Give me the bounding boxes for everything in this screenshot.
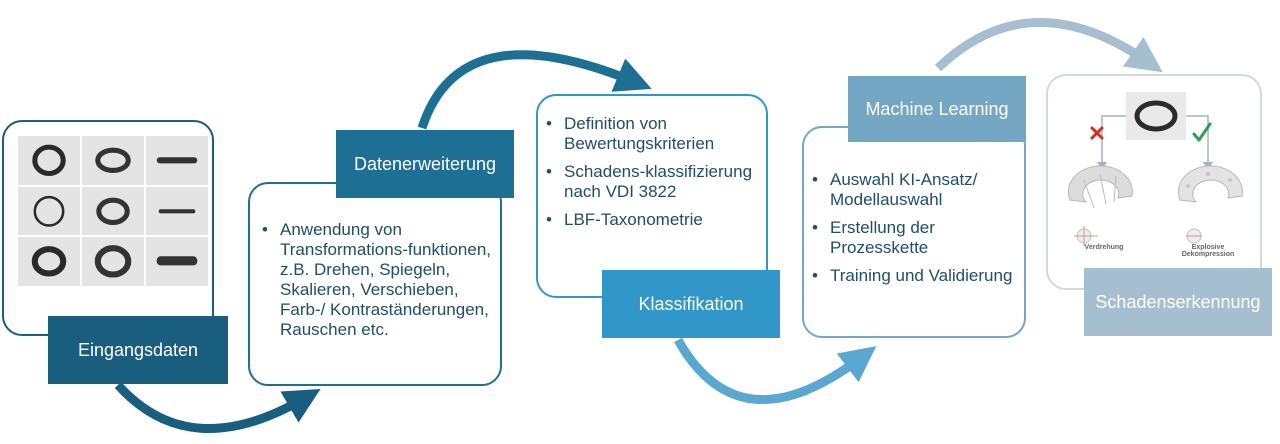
bullet-item: Definition von Bewertungskriterien — [544, 114, 764, 154]
bullet-item: Schadens-klassifizierung nach VDI 3822 — [544, 162, 764, 202]
oring-image — [146, 186, 208, 236]
bullet-item: LBF-Taxonometrie — [544, 210, 764, 230]
oring-image — [82, 237, 144, 286]
klassifikation-label: Klassifikation — [602, 270, 780, 338]
oring-sample-grid — [18, 136, 208, 286]
bullet-item: Auswahl KI-Ansatz/ Modellauswahl — [810, 170, 1022, 210]
oring-image — [18, 237, 80, 286]
ml-card: Auswahl KI-Ansatz/ Modellauswahl Erstell… — [802, 126, 1026, 338]
schaden-illustration — [1067, 92, 1243, 246]
ml-label: Machine Learning — [848, 76, 1026, 142]
caption-explosive: Explosive Dekompression — [1181, 244, 1235, 258]
schaden-card: Verdrehung Explosive Dekompression — [1046, 74, 1262, 290]
oring-image — [146, 237, 208, 286]
oring-image — [18, 186, 80, 236]
klassifikation-card: Definition von Bewertungskriterien Schad… — [536, 94, 768, 298]
arrow-eingang-to-erweiterung — [114, 381, 321, 434]
check-icon — [1192, 122, 1212, 142]
datenerweiterung-card: Anwendung von Transformations-funktionen… — [248, 182, 502, 386]
klassifikation-bullets: Definition von Bewertungskriterien Schad… — [544, 114, 764, 238]
cross-icon — [1090, 126, 1104, 140]
bullet-item: Training und Validierung — [810, 266, 1022, 286]
oring-image — [146, 136, 208, 185]
arrow-erweiterung-to-klassifikation — [417, 50, 652, 130]
eingang-label: Eingangsdaten — [48, 316, 228, 384]
datenerweiterung-label: Datenerweiterung — [336, 130, 514, 198]
schaden-label: Schadenserkennung — [1084, 268, 1272, 336]
bullet-item: Erstellung der Prozesskette — [810, 218, 1022, 258]
bullet-item: Anwendung von Transformations-funktionen… — [260, 220, 496, 340]
caption-verdrehung: Verdrehung — [1084, 244, 1124, 251]
datenerweiterung-bullets: Anwendung von Transformations-funktionen… — [260, 220, 496, 348]
arrow-klassifikation-to-ml — [674, 337, 877, 405]
oring-image — [82, 136, 144, 185]
eingang-card — [2, 120, 214, 336]
arrow-ml-to-schaden — [934, 18, 1163, 73]
oring-image — [18, 136, 80, 185]
oring-image — [82, 186, 144, 236]
ml-bullets: Auswahl KI-Ansatz/ Modellauswahl Erstell… — [810, 170, 1022, 294]
